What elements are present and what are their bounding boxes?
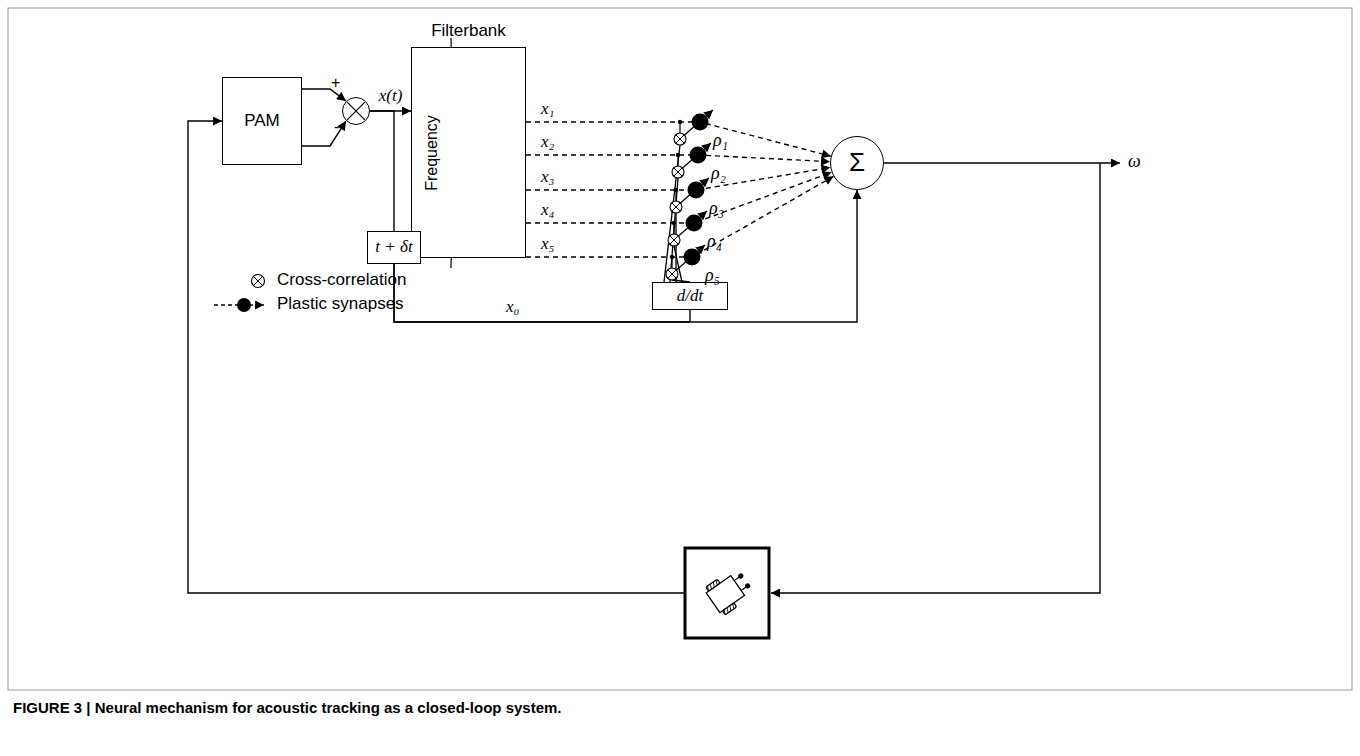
dashed-signal-line [526,176,834,257]
dashed-signal-line [526,172,832,223]
wheel-hatch [728,606,733,611]
signal-line [302,121,346,146]
weight-label: ρ₅ [704,266,721,286]
cross-correlation-symbol [672,166,684,178]
delay-box: t + δt [367,231,421,264]
output-label: ω [1127,152,1142,172]
cross-stroke [347,102,365,120]
filterbank-title: Filterbank [431,22,506,41]
plasticity-arrow [679,211,708,236]
junction-dot [674,188,678,192]
wheel-hatch [712,582,717,587]
cross-correlation-symbol [668,270,676,278]
plastic-synapse [690,147,707,164]
robot-wheel [706,579,720,591]
junction-dot [672,221,676,225]
derivative-box: d/dt [652,282,728,310]
filterbank-box: FilterbankFrequency [411,47,526,258]
legend-text: Plastic synapses [276,295,405,314]
cross-correlation-symbol [672,203,680,211]
cross-correlation-symbol [670,236,678,244]
sign-label: + [331,74,340,92]
microphone-dot [737,572,744,579]
wheel-hatch [725,608,730,613]
axis-label: Frequency [423,115,441,191]
wheel-hatch [731,604,736,609]
node-text: PAM [244,112,280,131]
plastic-synapse [686,215,703,232]
wheel-hatch [709,584,714,589]
wheel-hatch [706,586,711,591]
legend-text: Cross-correlation [276,271,407,290]
robot-icon [703,566,756,617]
signal-line [370,111,394,231]
output-line [884,162,1120,163]
cross-stroke [347,102,365,120]
plasticity-arrow [681,178,710,203]
legend-sample [237,298,251,312]
wheel-hatch [722,610,727,615]
cross-correlation-symbol [674,168,682,176]
feedback-wire [771,163,1100,593]
signal-label: x₃ [540,168,555,187]
subtractor-circle: +- [342,97,370,125]
plasticity-arrow [677,245,706,270]
robot-frame [685,548,769,638]
cross-correlation-symbol [670,201,682,213]
weight-label: ρ₃ [708,199,725,219]
plastic-synapse [684,249,701,266]
dashed-signal-line [526,122,831,156]
cross-correlation-symbol [668,234,680,246]
cross-correlation-symbol [666,268,678,280]
junction-dot [678,120,682,124]
cross-correlation-symbol [676,135,684,143]
signal-label: x₀ [505,298,520,317]
signal-line [394,264,690,322]
wheel-hatch [714,580,719,585]
weight-label: ρ₁ [712,131,729,151]
plastic-synapse [688,182,705,199]
signal-label: x₂ [540,133,555,152]
legend-sample [252,275,265,288]
cross-symbol [343,98,369,124]
figure-caption: FIGURE 3 | Neural mechanism for acoustic… [12,700,563,717]
sign-label: - [334,118,339,136]
figure-frame [8,8,1352,690]
junction-dot [670,255,674,259]
legend-sample [253,276,262,285]
derivative-wire [670,178,678,282]
junction-dot [676,153,680,157]
signal-label: x₄ [540,201,555,220]
plasticity-arrow [685,110,714,135]
pam-box: PAM [222,77,302,165]
signal-label: x₁ [540,100,555,119]
robot-body [706,576,744,613]
robot-wheel [722,603,736,615]
plastic-synapse [692,114,709,131]
node-text: t + δt [375,238,412,257]
sum-circle: Σ [830,136,884,190]
signal-label: x₅ [540,235,555,254]
signal-label: x(t) [378,87,404,106]
microphone-dot [744,582,751,589]
weight-label: ρ₂ [710,164,727,184]
plasticity-arrow [683,143,712,168]
node-text: Σ [849,148,865,177]
weight-label: ρ₄ [706,232,723,252]
cross-correlation-symbol [674,133,686,145]
node-text: d/dt [677,287,703,306]
